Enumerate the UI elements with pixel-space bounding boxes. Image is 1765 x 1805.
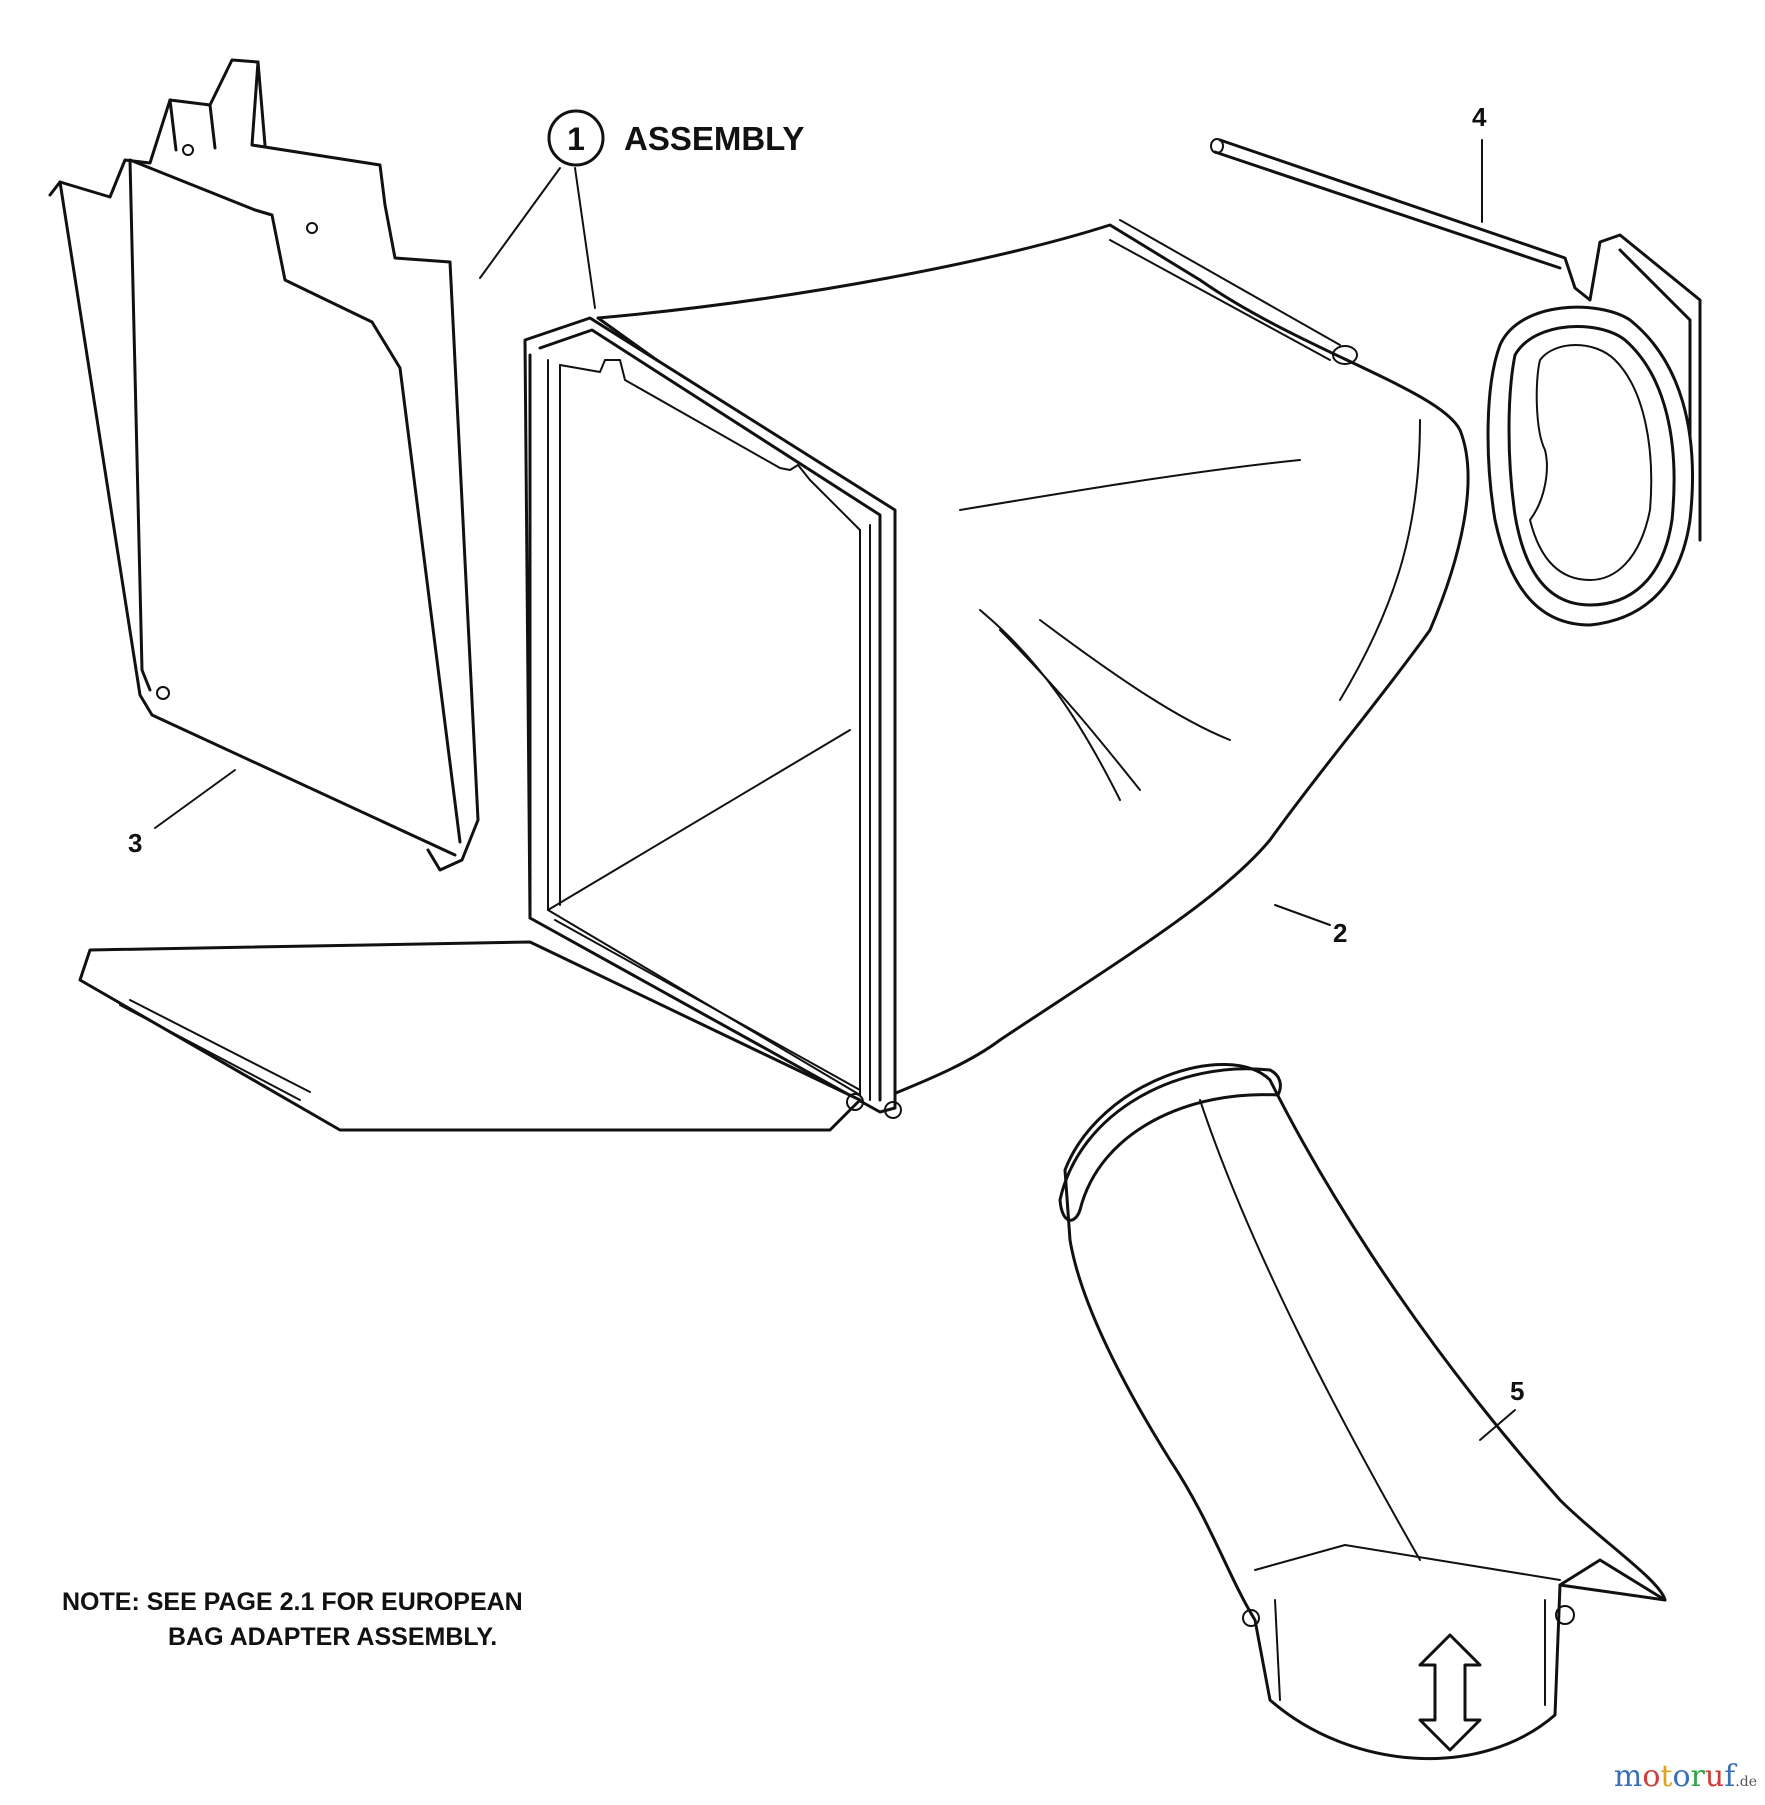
leader-1b bbox=[574, 167, 596, 309]
leader-1a bbox=[479, 167, 561, 279]
callout-label: ASSEMBLY bbox=[624, 120, 804, 157]
leader-5 bbox=[1479, 1409, 1516, 1441]
assembly-callout: 1 ASSEMBLY bbox=[479, 109, 804, 309]
part-2-grass-bag bbox=[78, 219, 1470, 1132]
note-line-2: BAG ADAPTER ASSEMBLY. bbox=[168, 1623, 497, 1651]
watermark-text: motoruf bbox=[1613, 1759, 1736, 1794]
leader-3 bbox=[154, 769, 236, 829]
callout-number: 1 bbox=[567, 121, 585, 157]
watermark: motoruf.de bbox=[1614, 1759, 1757, 1794]
part-4-rod-handle bbox=[1210, 138, 1702, 627]
label-4: 4 bbox=[1472, 102, 1487, 132]
leader-2 bbox=[1274, 904, 1331, 926]
watermark-suffix: .de bbox=[1735, 1774, 1757, 1790]
note-line-1: NOTE: SEE PAGE 2.1 FOR EUROPEAN bbox=[62, 1588, 523, 1616]
part-5-chute-adapter bbox=[1058, 1063, 1667, 1760]
callout-circle bbox=[547, 109, 605, 167]
label-5: 5 bbox=[1510, 1376, 1524, 1406]
part-3-wire-frame bbox=[48, 58, 480, 872]
label-3: 3 bbox=[128, 828, 142, 858]
adjust-arrow-icon bbox=[1418, 1633, 1482, 1752]
label-2: 2 bbox=[1333, 918, 1347, 948]
